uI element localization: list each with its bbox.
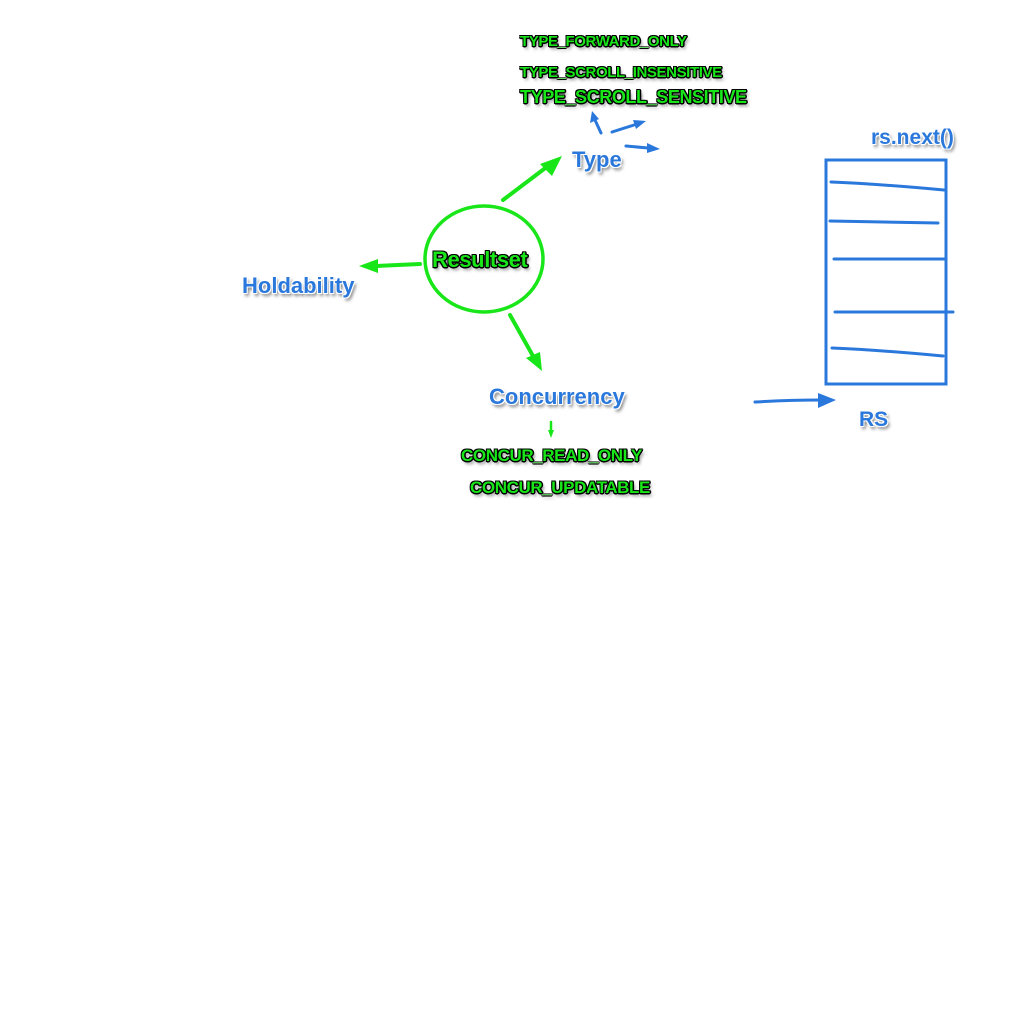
rs-row-line — [828, 219, 940, 225]
arrow-concurrency-options — [548, 420, 554, 438]
concurrency-option-read-only: CONCUR_READ_ONLY — [461, 446, 642, 465]
type-option-forward-only: TYPE_FORWARD_ONLY — [520, 33, 687, 50]
arrow-to-type — [501, 156, 562, 202]
arrow-to-concurrency — [508, 313, 542, 371]
rs-row-line — [829, 180, 946, 192]
arrow-to-holdability — [359, 259, 422, 273]
type-label: Type — [572, 147, 622, 172]
rs-row-line — [830, 346, 945, 358]
concurrency-label: Concurrency — [489, 384, 625, 409]
rs-next-label: rs.next() — [871, 126, 954, 149]
concurrency-option-updatable: CONCUR_UPDATABLE — [470, 478, 650, 497]
resultset-circle — [423, 204, 545, 314]
type-option-scroll-sensitive: TYPE_SCROLL_SENSITIVE — [520, 87, 747, 107]
type-option-arrows — [590, 111, 660, 153]
type-option-scroll-insensitive: TYPE_SCROLL_INSENSITIVE — [520, 64, 722, 81]
rs-box — [824, 158, 955, 386]
holdability-label: Holdability — [242, 273, 355, 298]
resultset-label: Resultset — [432, 247, 528, 272]
arrow-to-rs-box — [753, 393, 836, 408]
rs-box-label: RS — [859, 408, 889, 431]
